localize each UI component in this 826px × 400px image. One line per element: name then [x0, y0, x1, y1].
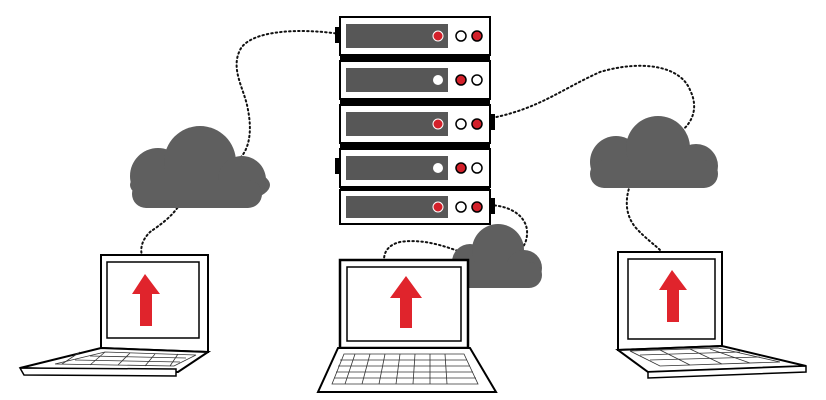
server-unit-3	[339, 104, 495, 144]
upload-arrow-icon	[132, 274, 160, 326]
server-rack	[335, 16, 495, 225]
connection-right-lower	[625, 184, 661, 251]
server-unit-1	[335, 16, 491, 56]
server-unit-4	[335, 148, 491, 188]
upload-arrow-icon	[659, 270, 687, 322]
laptop-right	[615, 251, 807, 379]
cloud-right-icon	[590, 116, 718, 188]
connection-left-upper	[235, 30, 341, 161]
cloud-left-icon	[130, 126, 270, 208]
connection-right-upper	[491, 64, 696, 133]
laptop-left	[18, 254, 212, 377]
server-unit-2	[339, 60, 491, 100]
upload-arrow-icon	[390, 276, 422, 328]
connection-left-lower	[140, 199, 183, 257]
server-unit-5	[339, 189, 495, 225]
connection-center-laptop	[383, 240, 467, 261]
laptop-center	[316, 258, 498, 393]
